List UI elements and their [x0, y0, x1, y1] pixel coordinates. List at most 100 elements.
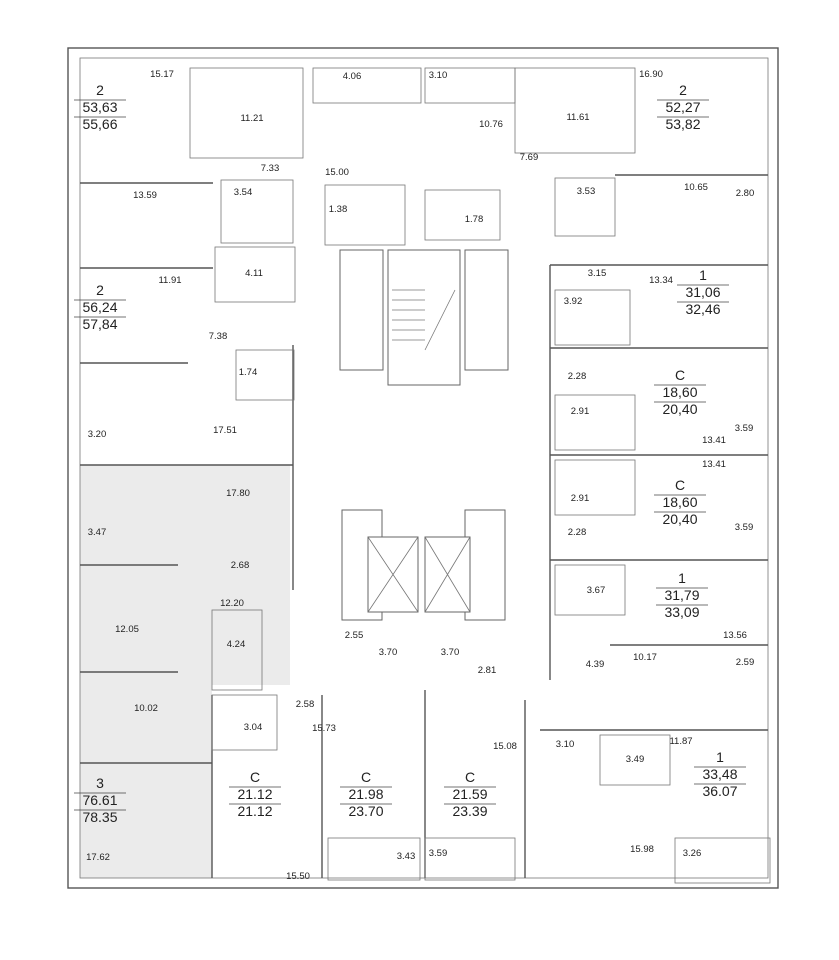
apartment-total-area: 23.39: [452, 803, 487, 819]
apartment-total-area: 23.70: [348, 803, 383, 819]
apartment-living-area: 31,79: [664, 587, 699, 603]
room-area: 13.34: [649, 275, 673, 286]
apartment-total-area: 55,66: [82, 116, 117, 132]
room-area: 3.20: [88, 429, 107, 440]
elevator-left-icon[interactable]: [367, 536, 419, 613]
apartment-rooms: 1: [716, 749, 724, 765]
room-area: 2.68: [231, 560, 250, 571]
room-area: 12.05: [115, 624, 139, 635]
room-area: 2.55: [345, 630, 364, 641]
room-area: 17.80: [226, 488, 250, 499]
room-area: 3.70: [379, 647, 398, 658]
room-area: 15.17: [150, 69, 174, 80]
room-area: 2.59: [736, 657, 755, 668]
room-area: 3.47: [88, 527, 107, 538]
apartment-rooms: C: [465, 769, 475, 785]
building-core: [339, 249, 509, 621]
apartment-living-area: 53,63: [82, 99, 117, 115]
room-area: 7.38: [209, 331, 228, 342]
room-area: 4.39: [586, 659, 605, 670]
room-area: 4.24: [227, 639, 246, 650]
apartment-living-area: 52,27: [665, 99, 700, 115]
room-area: 13.41: [702, 459, 726, 470]
room-area: 3.53: [577, 186, 596, 197]
room-area: 3.10: [429, 70, 448, 81]
room-area: 1.74: [239, 367, 258, 378]
apartment-total-area: 20,40: [662, 511, 697, 527]
room-area: 2.91: [571, 406, 590, 417]
room-area: 2.28: [568, 527, 587, 538]
apartment-living-area: 18,60: [662, 384, 697, 400]
room-area: 4.06: [343, 71, 362, 82]
room-area: 11.91: [158, 275, 181, 286]
room-area: 3.26: [683, 848, 702, 859]
apartment-total-area: 57,84: [82, 316, 117, 332]
room-area: 7.69: [520, 152, 539, 163]
room-area: 3.43: [397, 851, 416, 862]
apartment-rooms: 2: [96, 282, 104, 298]
apartment-total-area: 32,46: [685, 301, 720, 317]
apartment-rooms: C: [250, 769, 260, 785]
apartment-rooms: 2: [96, 82, 104, 98]
room-area: 3.70: [441, 647, 460, 658]
room-area: 1.78: [465, 214, 484, 225]
room-area: 11.61: [566, 112, 589, 123]
apartment-total-area: 33,09: [664, 604, 699, 620]
apartment-living-area: 76.61: [82, 792, 117, 808]
room-area: 15.50: [286, 871, 310, 882]
elevator-right-icon[interactable]: [424, 536, 471, 613]
apartment-rooms: 1: [699, 267, 707, 283]
room-area: 13.56: [723, 630, 747, 641]
room-area: 11.87: [669, 736, 692, 747]
apartment-living-area: 21.98: [348, 786, 383, 802]
highlighted-apartment-3-room[interactable]: [80, 465, 290, 878]
room-area: 3.15: [588, 268, 607, 279]
apartment-living-area: 31,06: [685, 284, 720, 300]
apartment-rooms: 3: [96, 775, 104, 791]
room-area: 15.73: [312, 723, 336, 734]
room-area: 10.76: [479, 119, 503, 130]
room-area: 3.59: [735, 522, 754, 533]
room-area: 2.81: [478, 665, 497, 676]
room-area: 17.62: [86, 852, 110, 863]
apartment-total-area: 21.12: [237, 803, 272, 819]
room-area: 3.54: [234, 187, 253, 198]
apartment-living-area: 18,60: [662, 494, 697, 510]
apartment-rooms: 2: [679, 82, 687, 98]
walls: [67, 47, 779, 889]
room-area: 2.28: [568, 371, 587, 382]
apartment-living-area: 56,24: [82, 299, 117, 315]
room-area: 10.65: [684, 182, 708, 193]
apartment-total-area: 78.35: [82, 809, 117, 825]
room-area: 1.38: [329, 204, 348, 215]
apartment-labels: 253,6355,66256,2457,84252,2753,82131,063…: [74, 82, 746, 825]
room-area: 2.58: [296, 699, 315, 710]
room-area: 16.90: [639, 69, 663, 80]
apartment-living-area: 21.12: [237, 786, 272, 802]
room-area: 7.33: [261, 163, 280, 174]
room-area: 10.17: [633, 652, 657, 663]
room-area: 15.08: [493, 741, 517, 752]
room-area: 3.49: [626, 754, 645, 765]
room-area: 3.67: [587, 585, 606, 596]
room-area: 2.80: [736, 188, 755, 199]
apartment-total-area: 20,40: [662, 401, 697, 417]
room-area: 10.02: [134, 703, 158, 714]
apartment-living-area: 21.59: [452, 786, 487, 802]
room-area: 15.00: [325, 167, 349, 178]
room-area: 3.92: [564, 296, 583, 307]
